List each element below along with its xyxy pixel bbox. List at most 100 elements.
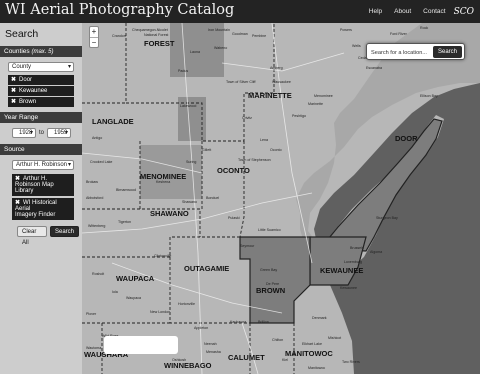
place-label: Algoma — [370, 250, 382, 254]
county-label: OUTAGAMIE — [184, 264, 229, 273]
nav-about-link[interactable]: About — [394, 8, 412, 15]
place-label: Pembine — [252, 34, 266, 38]
road-line — [82, 192, 313, 234]
place-label: Crivitz — [242, 116, 252, 120]
place-label: Gillett — [202, 148, 211, 152]
place-label: Kewaunee — [340, 286, 357, 290]
place-label: Lena — [260, 138, 268, 142]
place-label: National Forest — [144, 33, 168, 37]
boundary-line — [139, 141, 201, 237]
county-chip-kewaunee[interactable]: ✖Kewaunee — [8, 86, 74, 96]
place-label: Chilton — [272, 338, 283, 342]
place-label: Antigo — [92, 136, 102, 140]
county-door-highlight — [318, 118, 443, 252]
place-label: Brokaw — [86, 180, 98, 184]
location-search-box: Search — [366, 43, 465, 60]
year-to-select[interactable]: 1959 — [47, 128, 72, 138]
source-chip-wihip[interactable]: ✖WI Historical Aerial Imagery Finder — [12, 198, 74, 220]
remove-chip-icon[interactable]: ✖ — [11, 88, 17, 94]
county-label: SHAWANO — [150, 209, 189, 218]
place-label: Oconto — [270, 148, 282, 152]
zoom-control: + − — [89, 26, 99, 48]
county-label: KEWAUNEE — [320, 266, 363, 275]
place-label: Iron Mountain — [208, 28, 230, 32]
location-search-button[interactable]: Search — [433, 46, 462, 58]
green-bay — [296, 23, 480, 273]
remove-chip-icon[interactable]: ✖ — [15, 200, 21, 206]
counties-header-label: Counties — [4, 48, 30, 55]
county-label: BROWN — [256, 286, 285, 295]
zoom-out-button[interactable]: − — [90, 37, 98, 47]
place-label: Crandon — [112, 34, 126, 38]
boundary-line — [125, 23, 275, 142]
place-label: Pulaski — [228, 216, 240, 220]
place-label: Wausaukee — [272, 80, 291, 84]
sco-logo[interactable]: SCO — [453, 6, 474, 17]
year-range-header: Year Range — [0, 112, 82, 123]
place-label: Brillion — [258, 320, 269, 324]
app-title: WI Aerial Photography Catalog — [5, 2, 235, 18]
place-label: Marinette — [308, 102, 323, 106]
county-boundaries — [82, 23, 295, 374]
clear-all-button[interactable]: Clear All — [17, 226, 47, 246]
place-label: Goodman — [232, 32, 248, 36]
place-label: Ellison Bay — [420, 94, 438, 98]
place-label: Suring — [186, 160, 196, 164]
chip-label-line1: Arthur H. — [23, 176, 48, 182]
place-label: Rosholt — [92, 272, 104, 276]
year-from-select[interactable]: 1928 — [12, 128, 36, 138]
remove-chip-icon[interactable]: ✖ — [15, 176, 21, 182]
place-label: Lakewood — [180, 104, 196, 108]
place-label: Little Suamico — [258, 228, 281, 232]
source-select[interactable]: Arthur H. Robinson — [12, 160, 74, 170]
place-label: Two Rivers — [342, 360, 360, 364]
county-label: MARINETTE — [248, 91, 292, 100]
place-label: Sturgeon Bay — [376, 216, 398, 220]
place-label: Mishicot — [328, 336, 341, 340]
road-line — [271, 23, 313, 264]
place-label: Elkhart Lake — [302, 342, 322, 346]
county-label-layer: FOREST MARINETTE LANGLADE MENOMINEE OCON… — [84, 39, 418, 370]
place-label: Powers — [340, 28, 352, 32]
county-chip-brown[interactable]: ✖Brown — [8, 97, 74, 107]
county-label: WINNEBAGO — [164, 361, 212, 370]
basemap[interactable]: FOREST MARINETTE LANGLADE MENOMINEE OCON… — [82, 23, 480, 374]
place-label: Neenah — [204, 342, 217, 346]
blank-popup-card — [104, 336, 178, 354]
boundary-line — [82, 236, 240, 258]
county-label: FOREST — [144, 39, 175, 48]
lake-michigan — [314, 83, 480, 374]
year-from-value: 1928 — [19, 130, 33, 136]
forest-tint — [178, 97, 206, 141]
road-line — [111, 262, 283, 314]
place-label: Amberg — [270, 66, 283, 70]
map-view[interactable]: FOREST MARINETTE LANGLADE MENOMINEE OCON… — [82, 23, 480, 374]
place-label: Wautoma — [86, 346, 101, 350]
county-label: WAUPACA — [116, 274, 155, 283]
place-label: Tigerton — [118, 220, 131, 224]
county-select[interactable]: County — [8, 62, 74, 72]
nav-help-link[interactable]: Help — [368, 8, 383, 15]
place-label: Keshena — [156, 180, 170, 184]
county-chip-door[interactable]: ✖Door — [8, 75, 74, 85]
location-search-input[interactable] — [371, 47, 433, 58]
place-label: Abbotsford — [86, 196, 103, 200]
place-label: Escanaba — [366, 66, 382, 70]
search-button[interactable]: Search — [49, 226, 79, 237]
county-label: CALUMET — [228, 353, 265, 362]
remove-chip-icon[interactable]: ✖ — [11, 99, 17, 105]
source-header: Source — [0, 144, 82, 155]
boundary-line — [239, 141, 245, 238]
chip-label-line2: Robinson Map Library — [15, 182, 54, 194]
remove-chip-icon[interactable]: ✖ — [11, 77, 17, 83]
source-chip-robinson[interactable]: ✖Arthur H. Robinson Map Library — [12, 174, 74, 196]
county-label: MANITOWOC — [285, 349, 333, 358]
place-label: Bonduel — [206, 196, 219, 200]
zoom-in-button[interactable]: + — [91, 27, 97, 36]
nav-contact-link[interactable]: Contact — [423, 8, 446, 15]
place-label: Iola — [112, 290, 118, 294]
counties-max-note: (max. 5) — [31, 49, 54, 55]
road-line — [241, 322, 259, 374]
place-label: Waupaca — [126, 296, 141, 300]
counties-header: Counties (max. 5) — [0, 46, 82, 57]
